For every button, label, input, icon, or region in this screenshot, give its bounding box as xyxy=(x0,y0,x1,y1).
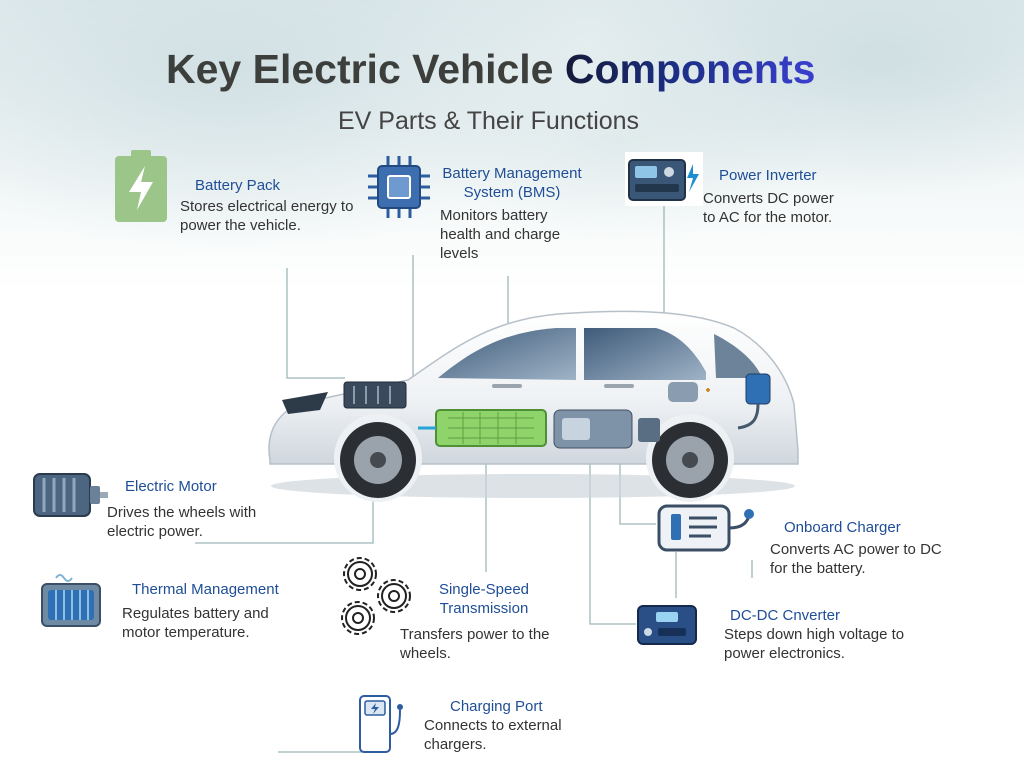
transmission-description: Transfers power to the wheels. xyxy=(400,626,550,662)
electric-motor-description: Drives the wheels with electric power. xyxy=(107,504,257,540)
power-inverter-description: Converts DC power to AC for the motor. xyxy=(703,190,834,226)
onboard-charger-description: Converts AC power to DC for the battery. xyxy=(770,541,942,577)
converter-icon xyxy=(637,605,697,645)
charging-port-description: Connects to external chargers. xyxy=(424,717,562,753)
bms-label: Battery Management System (BMS) xyxy=(442,165,582,201)
inverter-icon xyxy=(625,152,703,206)
car-illustration xyxy=(268,310,799,502)
radiator-icon xyxy=(41,574,101,627)
battery-bolt-icon xyxy=(115,150,167,222)
dc-dc-converter-description: Steps down high voltage to power electro… xyxy=(724,626,905,662)
chip-icon xyxy=(368,156,430,218)
thermal-management-label: Thermal Management xyxy=(132,581,279,598)
dc-dc-converter-label: DC-DC Cnverter xyxy=(730,607,841,624)
thermal-management-description: Regulates battery and motor temperature. xyxy=(122,605,269,641)
charger-icon xyxy=(657,504,754,552)
bms-description: Monitors battery health and charge level… xyxy=(440,207,561,262)
battery-pack-description: Stores electrical energy to power the ve… xyxy=(180,198,354,234)
electric-motor-label: Electric Motor xyxy=(125,478,217,495)
page-subtitle: EV Parts & Their Functions xyxy=(338,107,640,135)
charging-station-icon xyxy=(359,695,403,753)
onboard-charger-label: Onboard Charger xyxy=(784,519,901,536)
charging-port-label: Charging Port xyxy=(450,698,543,715)
transmission-label: Single-Speed Transmission xyxy=(438,581,530,617)
motor-icon xyxy=(33,473,108,517)
power-inverter-label: Power Inverter xyxy=(719,167,817,184)
page-title: Key Electric Vehicle Components xyxy=(166,46,816,92)
battery-pack-label: Battery Pack xyxy=(195,177,281,194)
gears-icon xyxy=(341,557,411,635)
